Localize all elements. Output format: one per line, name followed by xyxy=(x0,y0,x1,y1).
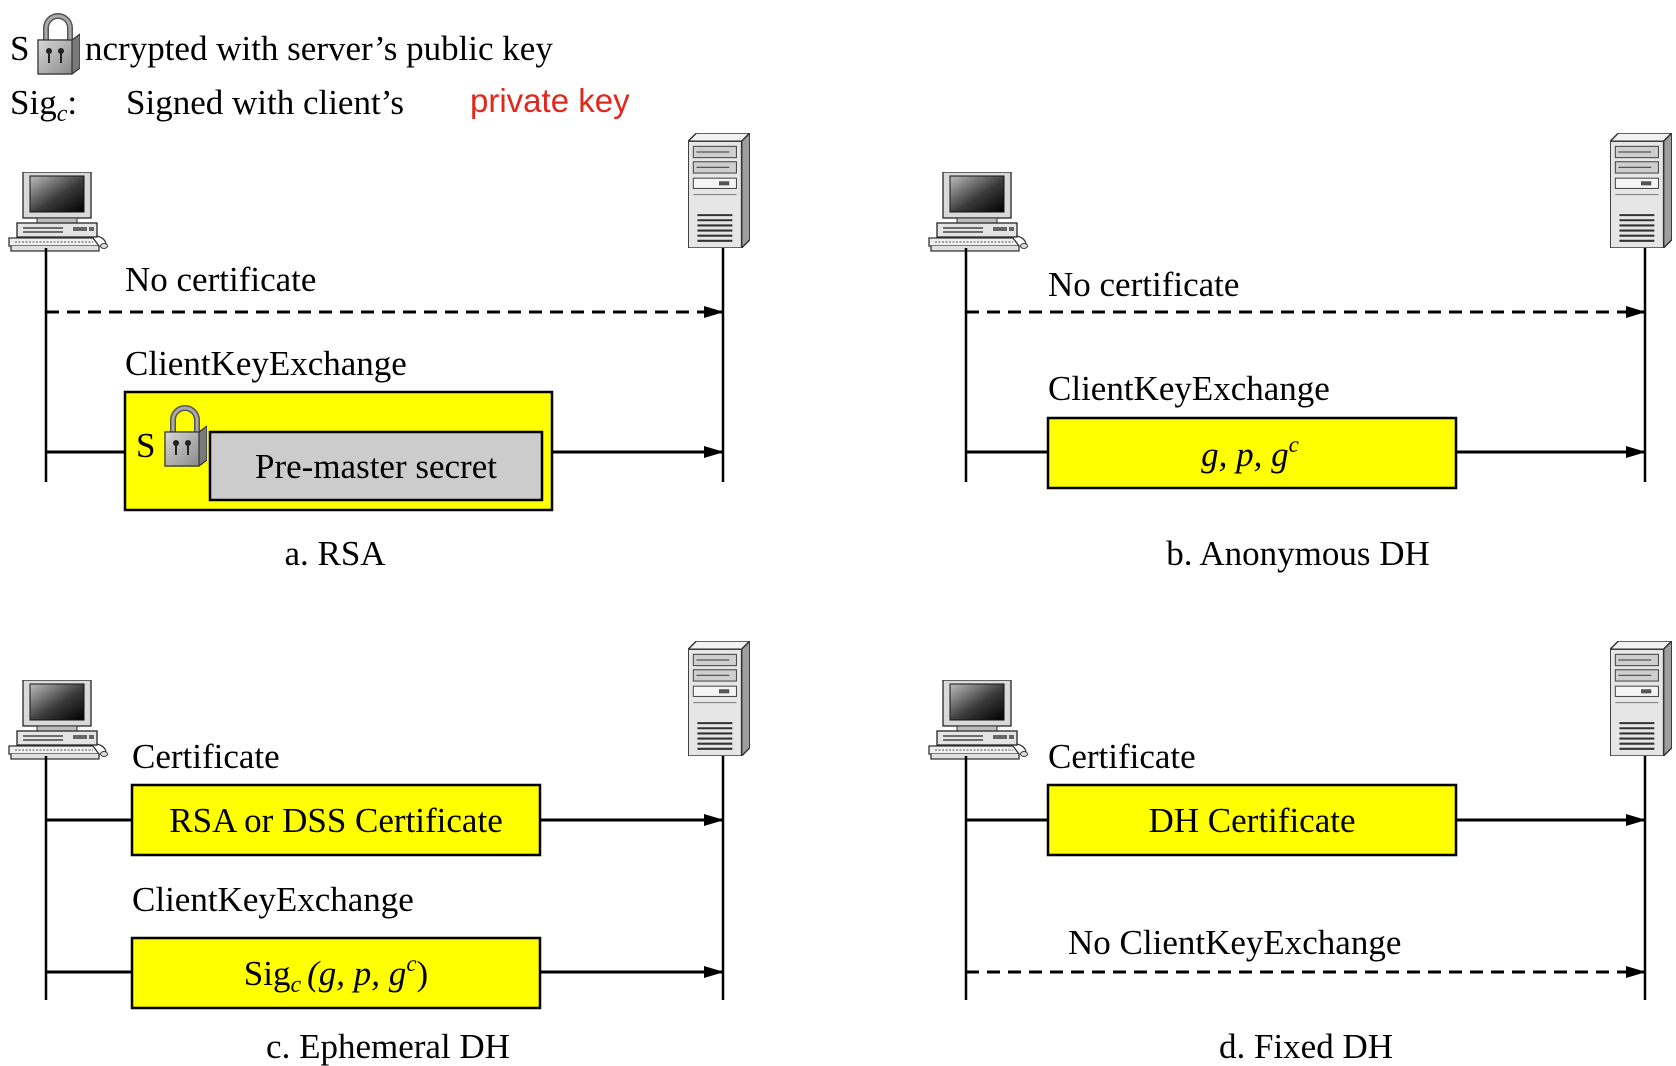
box-text: RSA or DSS Certificate xyxy=(169,801,502,840)
client-computer-icon xyxy=(8,680,108,760)
panel-caption: b. Anonymous DH xyxy=(1166,534,1430,573)
server-tower-icon xyxy=(688,641,750,756)
message-label: Certificate xyxy=(132,737,280,776)
message-box xyxy=(1046,783,1458,857)
message-label: No ClientKeyExchange xyxy=(1068,923,1401,962)
client-computer-icon xyxy=(928,680,1028,760)
inner-text: Pre-master secret xyxy=(255,447,497,486)
message-label: ClientKeyExchange xyxy=(132,880,414,919)
message-label: Certificate xyxy=(1048,737,1196,776)
panel-caption: a. RSA xyxy=(284,534,386,573)
legend-sig-symbol: Sig xyxy=(10,83,57,122)
legend: S ncrypted with server’s public key Sigc… xyxy=(10,16,630,127)
legend-sig-line: Sigc: xyxy=(10,83,77,127)
panel-ephemeral-dh: Certificate RSA or DSS Certificate Clien… xyxy=(8,641,750,1066)
panel-anonymous-dh: No certificate ClientKeyExchange g, p, g… xyxy=(928,133,1672,573)
box-formula: g, p, gc xyxy=(1201,432,1299,474)
lock-label: S xyxy=(136,426,155,465)
message-label: ClientKeyExchange xyxy=(125,344,407,383)
message-label: No certificate xyxy=(1048,265,1239,304)
legend-sig-text: Signed with client’s xyxy=(126,83,404,122)
server-tower-icon xyxy=(1610,641,1672,756)
legend-sig-colon: : xyxy=(67,83,77,122)
message-label: ClientKeyExchange xyxy=(1048,369,1330,408)
server-tower-icon xyxy=(1610,133,1672,248)
panel-caption: d. Fixed DH xyxy=(1219,1027,1393,1066)
panel-caption: c. Ephemeral DH xyxy=(266,1027,510,1066)
box-text: DH Certificate xyxy=(1149,801,1356,840)
panel-rsa: No certificate ClientKeyExchange S Pre-m… xyxy=(8,133,750,573)
box-formula: Sigc(g, p, gc) xyxy=(244,951,428,998)
message-box xyxy=(1046,416,1458,490)
legend-sig-key: private key xyxy=(470,82,630,119)
legend-s-text: ncrypted with server’s public key xyxy=(85,29,553,68)
panel-fixed-dh: Certificate DH Certificate No ClientKeyE… xyxy=(928,641,1672,1066)
inner-box xyxy=(208,430,544,502)
server-tower-icon xyxy=(688,133,750,248)
message-label: No certificate xyxy=(125,260,316,299)
client-computer-icon xyxy=(928,172,1028,252)
legend-padlock-icon xyxy=(38,16,80,74)
legend-s-symbol: S xyxy=(10,29,29,68)
client-computer-icon xyxy=(8,172,108,252)
message-box xyxy=(130,936,542,1010)
legend-sig-sub: c xyxy=(57,101,68,127)
